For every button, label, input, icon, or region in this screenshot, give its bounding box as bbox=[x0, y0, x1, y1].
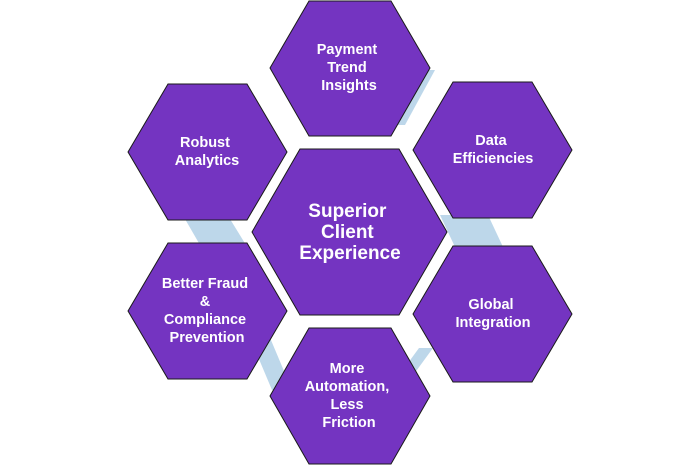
center-label-line: Client bbox=[321, 222, 374, 243]
connector-band bbox=[185, 219, 246, 245]
hexagon-shape bbox=[251, 148, 448, 316]
connector-band bbox=[440, 215, 503, 247]
node-label-line: Less bbox=[330, 397, 363, 413]
node-label: Payment Trend Insights bbox=[317, 42, 381, 94]
node-label: Better Fraud & Compliance Prevention bbox=[162, 276, 252, 346]
node-label: Robust Analytics bbox=[175, 135, 239, 169]
center-label-line: Superior bbox=[308, 201, 387, 222]
center-label-line: Experience bbox=[299, 243, 400, 264]
node-label-line: Compliance bbox=[164, 312, 246, 328]
hexagon-shape bbox=[412, 81, 573, 219]
hex-node-data-efficiencies: Data Efficiencies bbox=[412, 81, 573, 219]
node-label-line: Friction bbox=[322, 415, 375, 431]
hexagon-shape bbox=[269, 0, 431, 137]
hexagon-shape bbox=[412, 245, 573, 383]
node-label-line: Analytics bbox=[175, 153, 239, 169]
node-label: Data Efficiencies bbox=[453, 133, 534, 167]
hexagon-shape bbox=[127, 242, 288, 380]
node-label-line: Insights bbox=[321, 78, 377, 94]
node-label: Global Integration bbox=[456, 297, 531, 331]
node-label-line: Global bbox=[468, 297, 513, 313]
hex-node-center: Superior Client Experience bbox=[251, 148, 448, 316]
hex-node-global-integration: Global Integration bbox=[412, 245, 573, 383]
node-label-line: Automation, bbox=[305, 379, 390, 395]
node-label-line: Integration bbox=[456, 315, 531, 331]
node-label-line: Payment bbox=[317, 42, 378, 58]
node-label-line: Trend bbox=[327, 60, 366, 76]
node-label-line: More bbox=[330, 361, 365, 377]
node-label: More Automation, Less Friction bbox=[305, 361, 394, 431]
node-label-line: Robust bbox=[180, 135, 230, 151]
node-label-line: Better Fraud bbox=[162, 276, 248, 292]
center-label: Superior Client Experience bbox=[299, 201, 400, 264]
node-label-line: Prevention bbox=[170, 330, 245, 346]
hex-node-robust-analytics: Robust Analytics bbox=[127, 83, 288, 221]
hexagon-shape bbox=[269, 327, 431, 465]
hexagon-shape bbox=[127, 83, 288, 221]
node-label-line: & bbox=[200, 294, 211, 310]
node-label-line: Efficiencies bbox=[453, 151, 534, 167]
hex-node-payment-trend-insights: Payment Trend Insights bbox=[269, 0, 431, 137]
node-label-line: Data bbox=[475, 133, 507, 149]
hex-node-more-automation-less-friction: More Automation, Less Friction bbox=[269, 327, 431, 465]
hex-node-better-fraud-compliance-prevention: Better Fraud & Compliance Prevention bbox=[127, 242, 288, 380]
